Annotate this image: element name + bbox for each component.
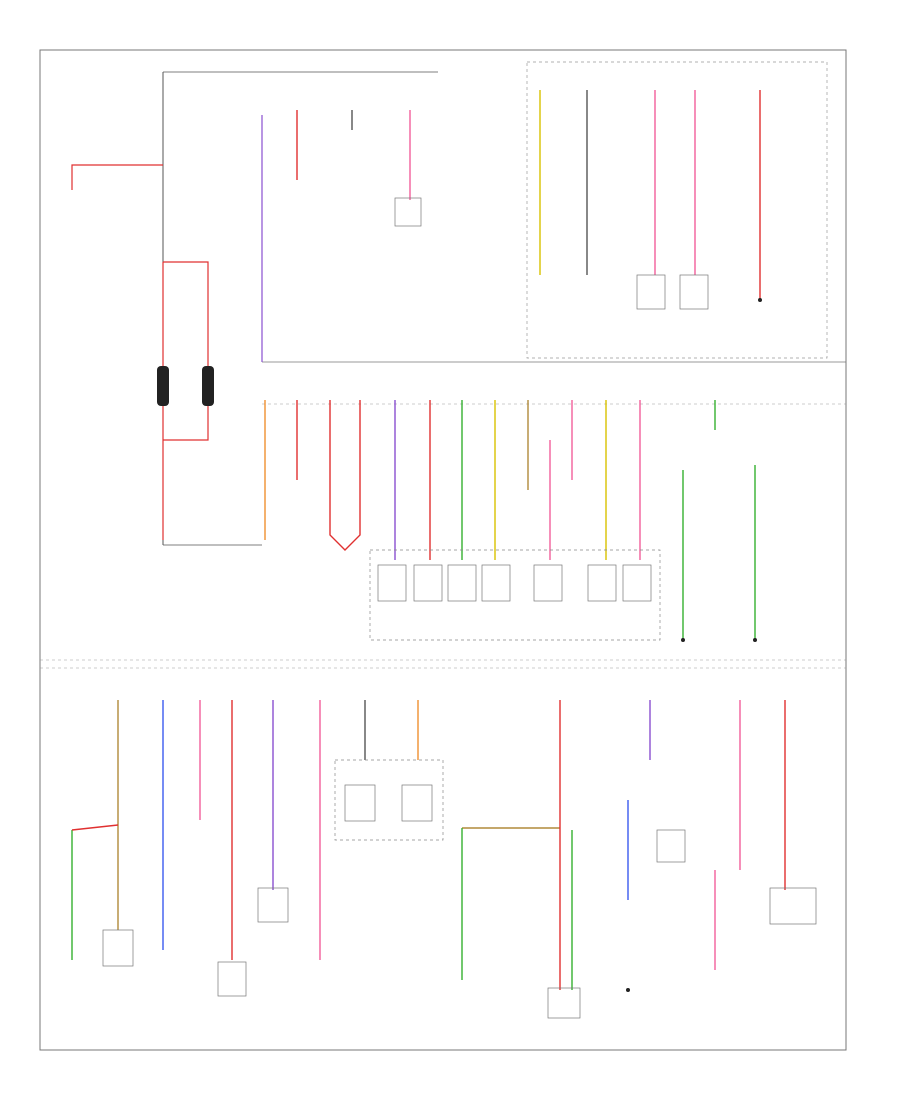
fuse-group-upper [296,90,761,300]
component-box-1 [394,197,422,227]
component-boxes-lower [102,784,817,1019]
component-box-2 [636,274,666,310]
ground-icon [626,298,762,992]
component-box-3 [679,274,709,310]
component-boxes-middle [377,564,652,602]
component-group-outline-lower [334,759,444,841]
component-group-outline-middle [369,549,661,641]
mega-fuse-red-wire [163,261,209,441]
battery-red-wire [71,164,163,190]
fuse-group-lower [71,700,786,990]
mega-fuse-1 [157,366,169,406]
fuse-group-middle [264,400,756,640]
mega-fuse-2 [202,366,214,406]
fuse-box-outline-upper-right [526,61,828,359]
diagram-frame [39,49,847,1051]
